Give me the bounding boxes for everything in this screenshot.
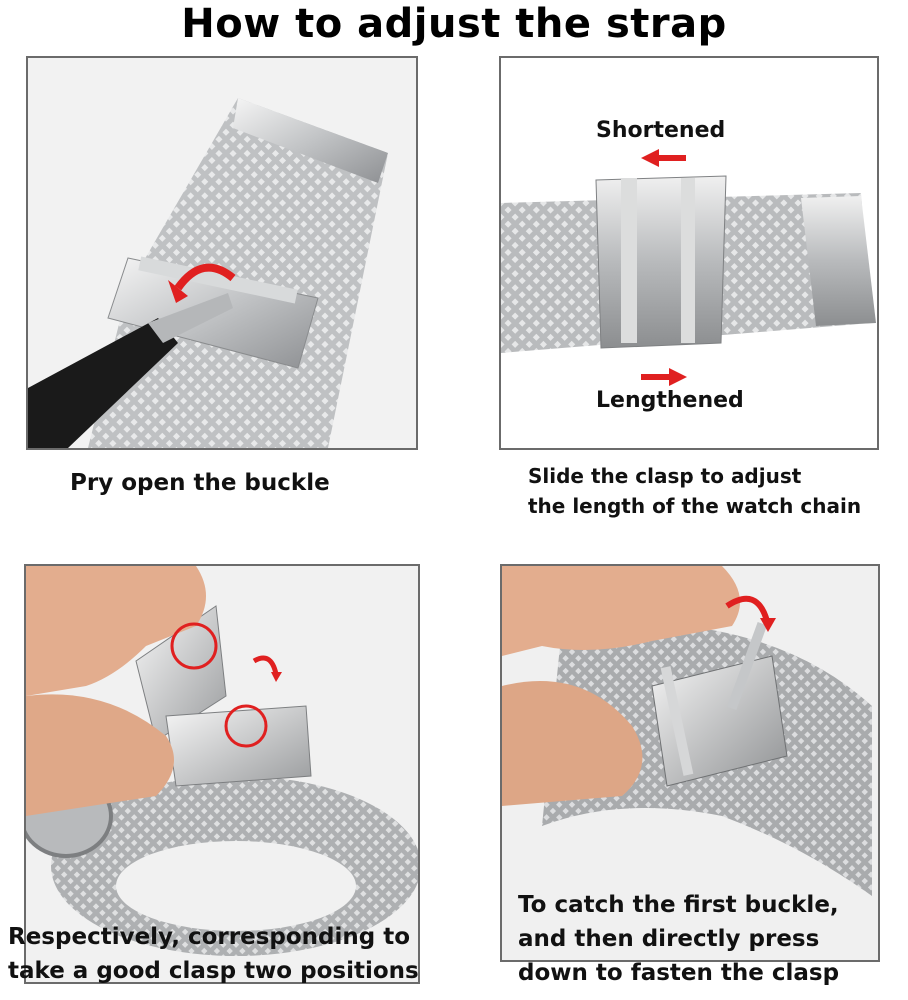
shortened-label: Shortened [596,118,726,143]
slide-caption-line2: the length of the watch chain [528,494,862,518]
fasten-caption-line1: To catch the first buckle, [518,892,839,918]
lengthened-label: Lengthened [596,388,744,413]
pry-buckle-photo [26,56,418,450]
page-title: How to adjust the strap [181,1,727,47]
respective-positions-photo [24,564,420,984]
fasten-caption-line2: and then directly press [518,926,820,952]
slide-clasp-photo: Shortened Lengthened [499,56,879,450]
respective-caption-line1: Respectively, corresponding to [8,924,411,950]
pry-caption: Pry open the buckle [70,470,330,496]
fasten-caption-line3: down to fasten the clasp [518,960,840,986]
fasten-clasp-photo [500,564,880,962]
slide-caption-line1: Slide the clasp to adjust [528,464,802,488]
respective-caption-line2: take a good clasp two positions [8,958,419,984]
